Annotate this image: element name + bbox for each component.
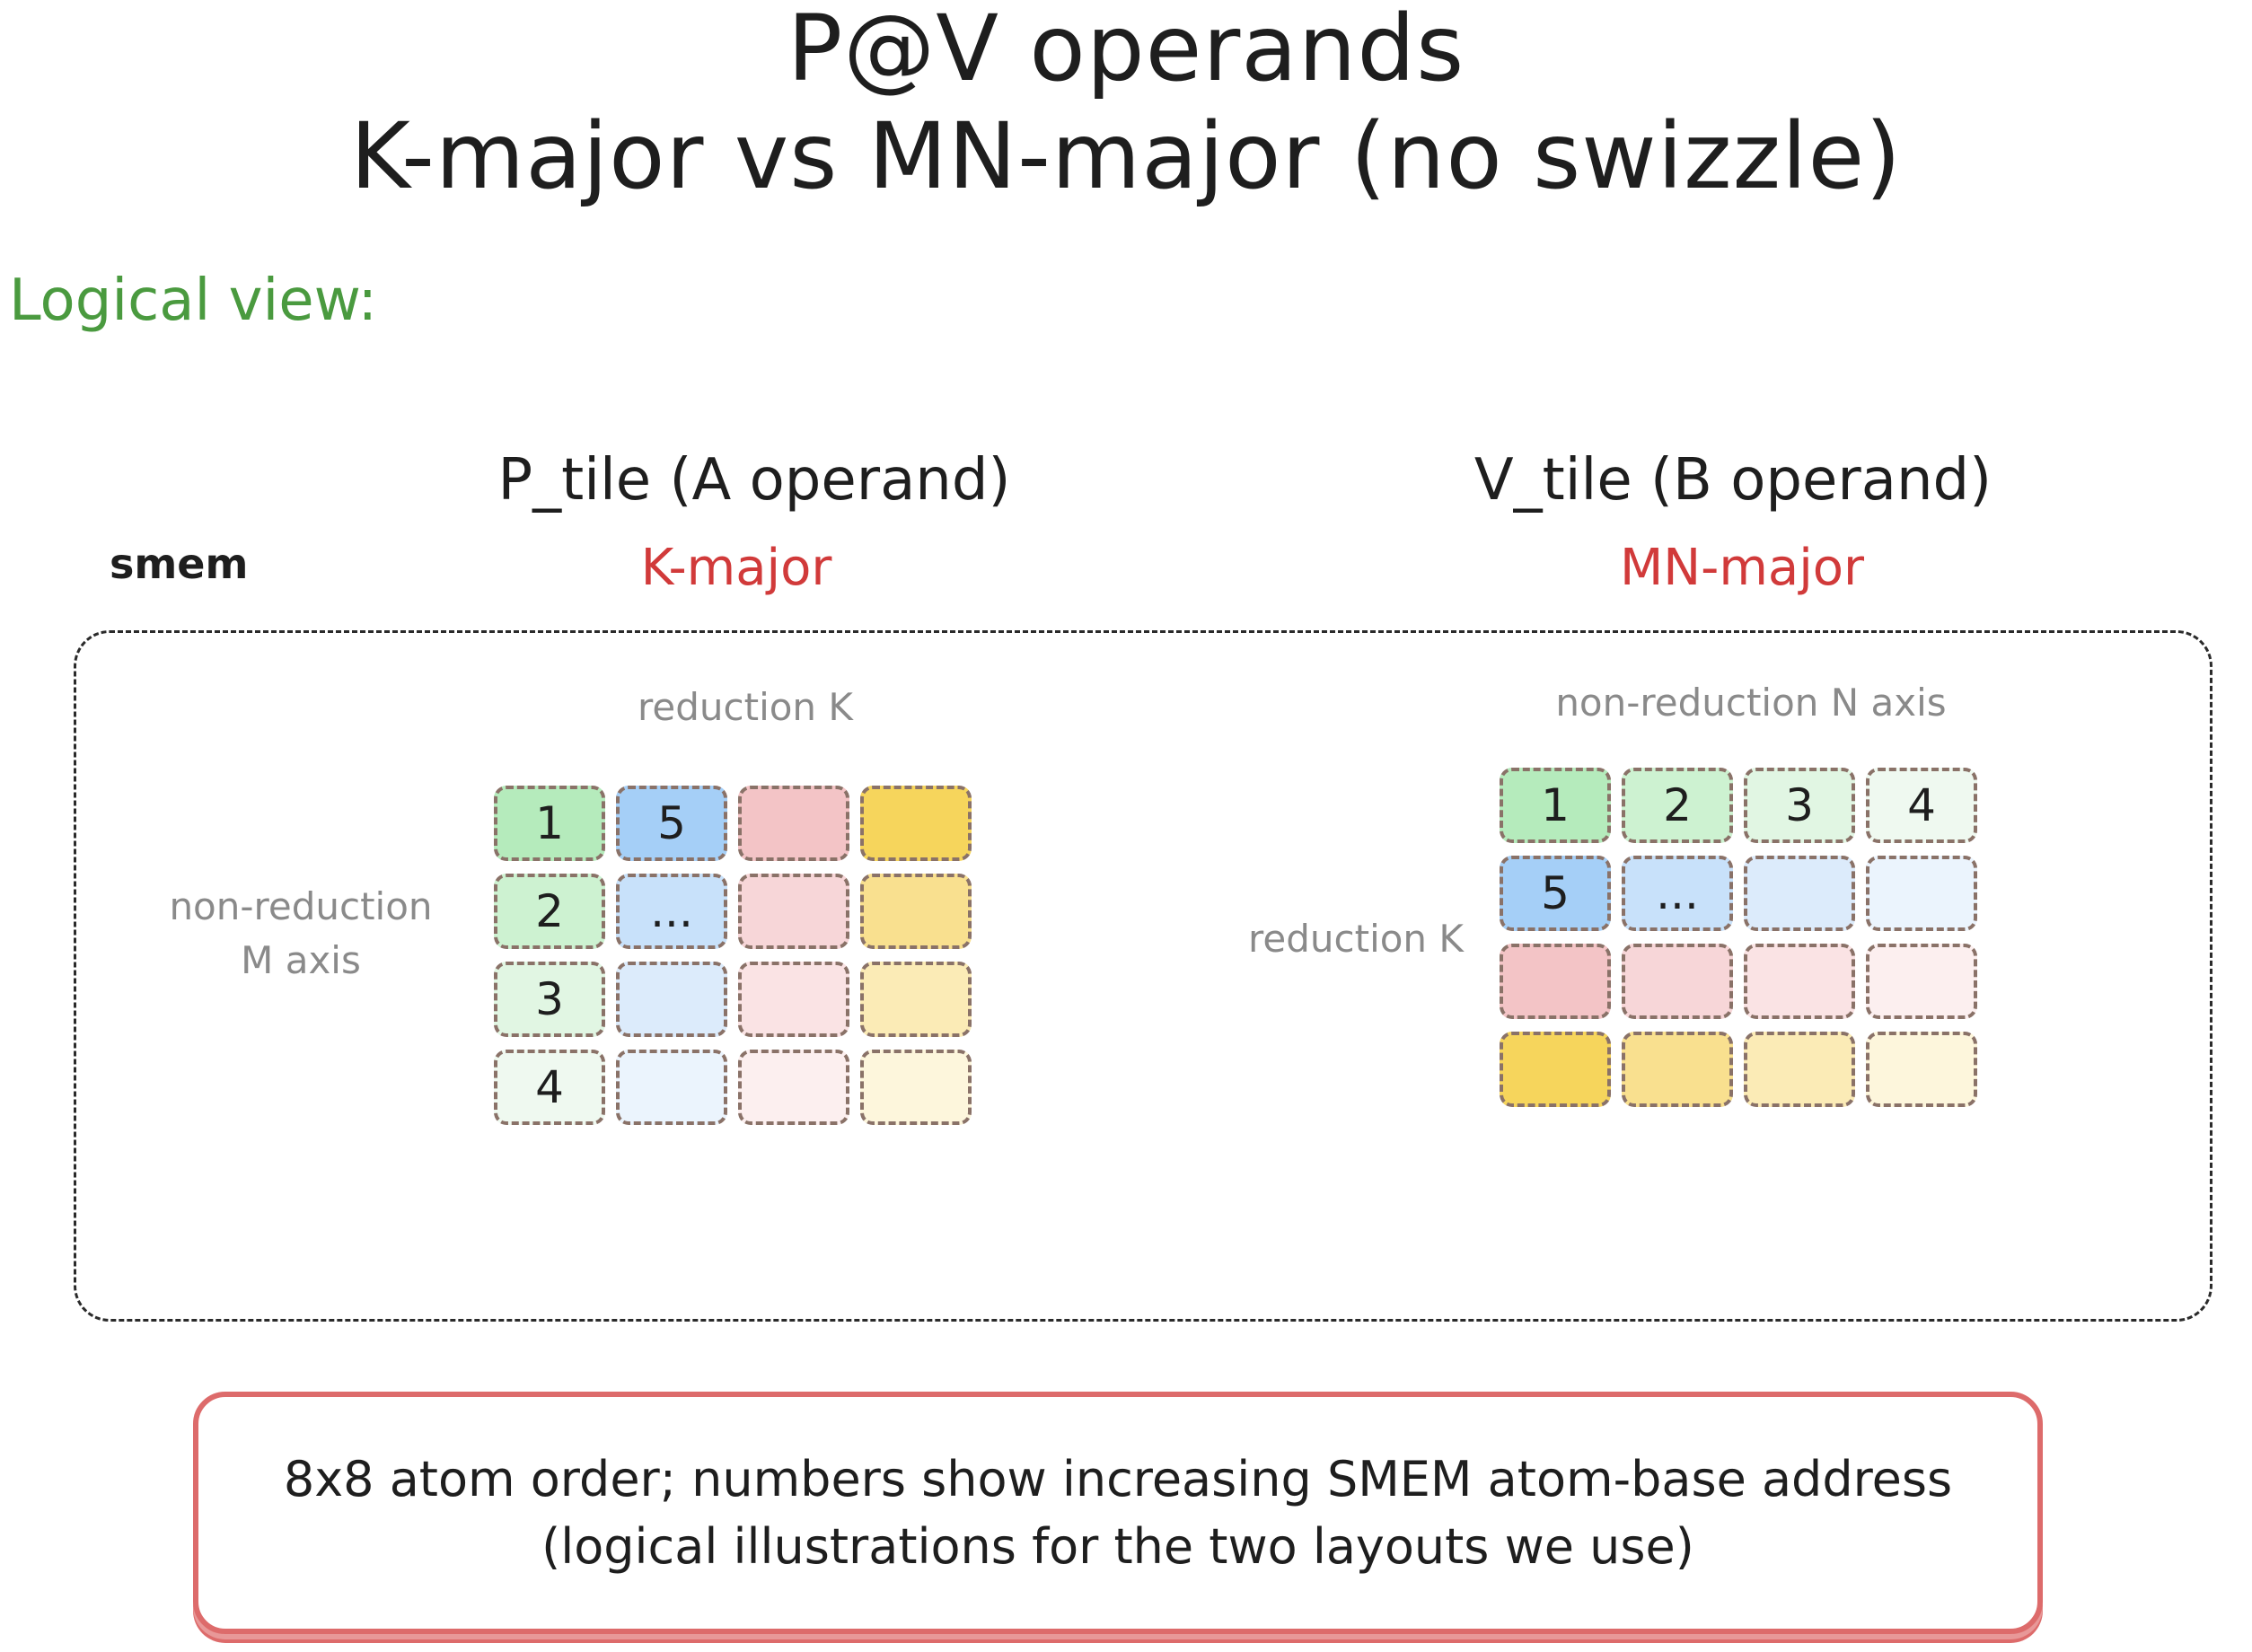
v-tile-atom-r2-c3: [1744, 856, 1855, 931]
v-tile-atom-r4-c2: [1622, 1032, 1733, 1107]
title-line-2: K-major vs MN-major (no swizzle): [349, 103, 1903, 210]
title-line-1: P@V operands: [787, 0, 1465, 102]
p-tile-atom-r4-c4: [860, 1050, 972, 1125]
p-tile-side-axis-label-line-2: M axis: [241, 938, 361, 982]
v-tile-atom-r3-c3: [1744, 944, 1855, 1019]
v-tile-atom-r1-c1: 1: [1500, 768, 1611, 843]
v-tile-atom-r3-c1: [1500, 944, 1611, 1019]
v-tile-atom-r1-c4: 4: [1866, 768, 1977, 843]
v-tile-atom-r2-c2: ...: [1622, 856, 1733, 931]
p-tile-atom-r3-c1: 3: [494, 962, 605, 1037]
p-tile-atom-r1-c2: 5: [616, 786, 727, 861]
p-tile-atom-r2-c3: [738, 874, 849, 949]
v-tile-major-label: MN-major: [1619, 539, 1865, 597]
p-tile-atom-r3-c3: [738, 962, 849, 1037]
v-tile-atom-r4-c1: [1500, 1032, 1611, 1107]
p-tile-atom-r4-c3: [738, 1050, 849, 1125]
note-line-2: (logical illustrations for the two layou…: [541, 1518, 1694, 1575]
p-tile-title: P_tile (A operand): [497, 447, 1011, 514]
p-tile-atom-r2-c4: [860, 874, 972, 949]
v-tile-atom-r2-c4: [1866, 856, 1977, 931]
v-tile-atom-r1-c2: 2: [1622, 768, 1733, 843]
p-tile-atom-r2-c1: 2: [494, 874, 605, 949]
note-box: 8x8 atom order; numbers show increasing …: [193, 1392, 2043, 1634]
v-tile-atom-r3-c2: [1622, 944, 1733, 1019]
p-tile-atom-r1-c3: [738, 786, 849, 861]
v-tile-title: V_tile (B operand): [1473, 447, 1992, 514]
section-label: Logical view:: [9, 268, 378, 334]
v-tile-atom-r3-c4: [1866, 944, 1977, 1019]
p-tile-atom-r3-c2: [616, 962, 727, 1037]
v-tile-side-axis-label: reduction K: [1248, 917, 1464, 961]
smem-label: smem: [110, 540, 249, 588]
p-tile-atom-r3-c4: [860, 962, 972, 1037]
p-tile-atom-r1-c1: 1: [494, 786, 605, 861]
p-tile-atom-r2-c2: ...: [616, 874, 727, 949]
p-tile-atom-r1-c4: [860, 786, 972, 861]
smem-region: [74, 630, 2212, 1322]
p-tile-atom-r4-c1: 4: [494, 1050, 605, 1125]
p-tile-major-label: K-major: [640, 539, 832, 597]
p-tile-top-axis-label: reduction K: [638, 685, 853, 729]
v-tile-atom-r2-c1: 5: [1500, 856, 1611, 931]
v-tile-atom-r1-c3: 3: [1744, 768, 1855, 843]
v-tile-atom-r4-c3: [1744, 1032, 1855, 1107]
v-tile-top-axis-label: non-reduction N axis: [1555, 681, 1947, 725]
p-tile-atom-r4-c2: [616, 1050, 727, 1125]
p-tile-side-axis-label-line-1: non-reduction: [169, 884, 433, 928]
note-line-1: 8x8 atom order; numbers show increasing …: [283, 1451, 1953, 1507]
v-tile-atom-r4-c4: [1866, 1032, 1977, 1107]
